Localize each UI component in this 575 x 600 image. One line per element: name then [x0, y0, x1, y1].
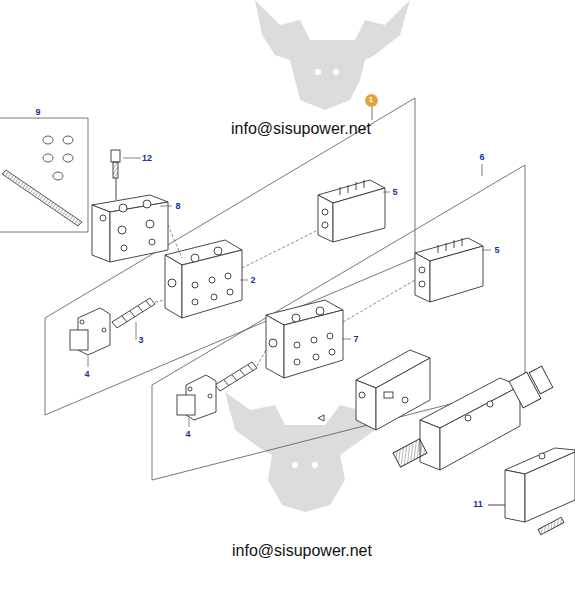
- callout-number: 8: [175, 202, 180, 211]
- valve-blocks: [92, 150, 575, 535]
- callout-number: 6: [479, 153, 484, 162]
- callout-number: 4: [185, 430, 190, 439]
- watermark-text: info@sisupower.net: [232, 543, 372, 559]
- callout-number: 2: [250, 276, 255, 285]
- callout-number: 3: [138, 336, 143, 345]
- callout-number: 7: [353, 335, 358, 344]
- callout-number: 11: [473, 500, 483, 509]
- tie-rod: [2, 136, 82, 226]
- callout-number: 5: [494, 246, 499, 255]
- callout-number: 5: [392, 188, 397, 197]
- callout-number: 1: [369, 96, 373, 104]
- leader-lines: [38, 118, 491, 427]
- watermark-logo: [225, 0, 410, 512]
- callout-circle: 1: [365, 94, 378, 107]
- watermark-text: info@sisupower.net: [231, 121, 371, 137]
- callout-number: 12: [142, 154, 152, 163]
- group-brackets: [0, 98, 525, 480]
- callout-number: 4: [84, 370, 89, 379]
- callout-number: 9: [35, 108, 40, 117]
- spools-actuators: [70, 298, 257, 420]
